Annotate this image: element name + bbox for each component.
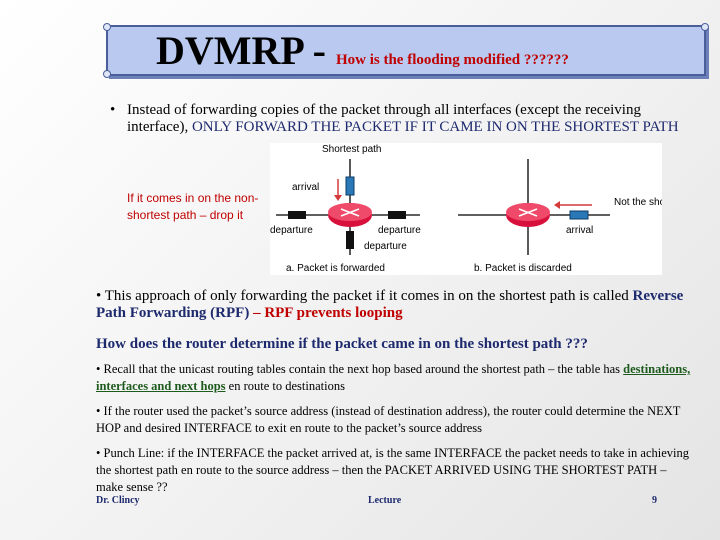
departure-label: departure xyxy=(364,241,407,252)
bullet-4-text: If the router used the packet’s source a… xyxy=(96,404,681,435)
footer-author: Dr. Clincy xyxy=(96,495,140,506)
arrow-head-icon xyxy=(554,201,560,209)
arrival-label: arrival xyxy=(292,182,319,193)
corner-knob xyxy=(103,70,111,78)
table-fields: destinations, interfaces and next hops xyxy=(96,362,691,393)
bullet-2: • This approach of only forwarding the p… xyxy=(96,288,696,322)
title-subtitle: How is the flooding modified ?????? xyxy=(335,52,569,68)
bullet-5-text: Punch Line: if the INTERFACE the packet … xyxy=(96,446,689,494)
bullet-marker: • xyxy=(96,288,102,304)
bullet-marker: • xyxy=(96,446,101,460)
packet-icon xyxy=(288,211,306,219)
corner-knob xyxy=(701,23,709,31)
caption-discarded: b. Packet is discarded xyxy=(474,263,572,274)
router-mark xyxy=(340,208,360,217)
bullet-4: • If the router used the packet’s source… xyxy=(96,403,696,437)
rpf-term: Reverse Path Forwarding (RPF) xyxy=(96,288,684,321)
side-note: If it comes in on the non-shortest path … xyxy=(127,191,259,222)
diagram-background xyxy=(270,143,662,275)
bullet-marker: • xyxy=(110,102,116,118)
bullet-marker: • xyxy=(96,362,101,376)
packet-icon xyxy=(569,210,589,220)
departure-label: departure xyxy=(378,225,421,236)
bullet-1-text: Instead of forwarding copies of the pack… xyxy=(127,102,641,135)
rpf-note: – RPF prevents looping xyxy=(249,305,403,321)
title-box: DVMRP - How is the flooding modified ???… xyxy=(103,23,709,78)
bullet-2-text: This approach of only forwarding the pac… xyxy=(104,288,633,304)
arrival-label: arrival xyxy=(566,225,593,236)
title-main: DVMRP - xyxy=(156,28,336,73)
bullet-3: • Recall that the unicast routing tables… xyxy=(96,361,696,395)
bullet-1: Instead of forwarding copies of the pack… xyxy=(127,102,687,136)
packet-icon xyxy=(346,231,354,249)
corner-knob xyxy=(103,23,111,31)
router-mark xyxy=(518,208,538,217)
panel-discarded: arrival Not the shortest path b. Packet … xyxy=(458,159,662,274)
footer-center: Lecture xyxy=(368,495,402,506)
slide-title: DVMRP - How is the flooding modified ???… xyxy=(156,31,569,80)
packet-icon xyxy=(388,211,406,219)
bullet-3-tail: en route to destinations xyxy=(225,379,345,393)
arrow-head-icon xyxy=(334,195,342,201)
bullet-3-text: Recall that the unicast routing tables c… xyxy=(103,362,624,376)
page-number: 9 xyxy=(652,495,657,506)
not-shortest-label: Not the shortest path xyxy=(614,197,662,208)
panel-forwarded: Shortest path arrival departure departur… xyxy=(270,144,421,274)
question-heading: How does the router determine if the pac… xyxy=(96,336,588,352)
departure-label: departure xyxy=(270,225,313,236)
rpf-diagram: Shortest path arrival departure departur… xyxy=(270,143,662,275)
shortest-path-label: Shortest path xyxy=(322,144,381,155)
caption-forwarded: a. Packet is forwarded xyxy=(286,263,385,274)
bullet-5: • Punch Line: if the INTERFACE the packe… xyxy=(96,445,696,496)
packet-icon xyxy=(345,176,355,196)
bullet-1-emphasis: ONLY FORWARD THE PACKET IF IT CAME IN ON… xyxy=(191,119,679,135)
bullet-marker: • xyxy=(96,404,101,418)
